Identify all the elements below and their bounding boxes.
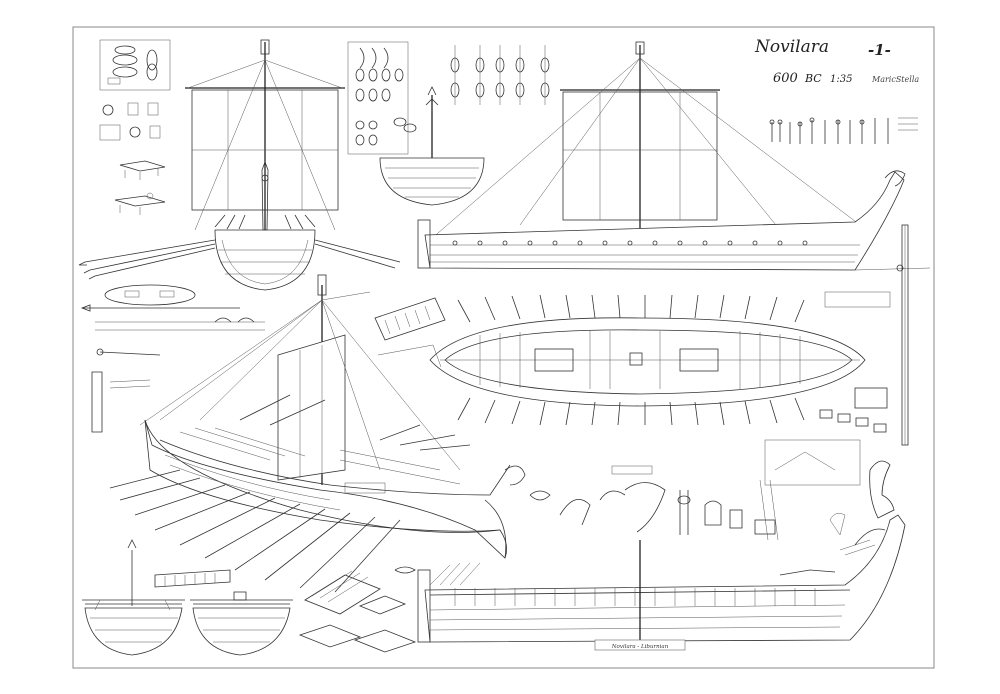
detail-blocks bbox=[347, 41, 485, 206]
title-block: Novilara -1- 600 BC 1:35 MaricStella bbox=[754, 37, 919, 86]
cross-sections bbox=[82, 539, 293, 656]
title-date: 600 bbox=[773, 71, 798, 86]
detail-rudder bbox=[80, 284, 265, 433]
detail-coils bbox=[99, 39, 171, 215]
stern-label: Novilara - Liburnian bbox=[611, 644, 669, 650]
sheet-number: -1- bbox=[868, 41, 891, 59]
deck-plan bbox=[429, 294, 866, 426]
mast-detail bbox=[896, 224, 909, 446]
title-name: Novilara bbox=[754, 37, 829, 57]
detail-ladder bbox=[374, 297, 446, 368]
detail-gratings bbox=[298, 566, 417, 653]
perspective-view bbox=[109, 274, 526, 593]
title-era: BC bbox=[804, 72, 822, 85]
inboard-profile: Novilara - Liburnian bbox=[417, 514, 906, 651]
detail-figureheads bbox=[754, 460, 895, 556]
stern-label-box bbox=[594, 639, 686, 651]
title-scale: 1:35 bbox=[830, 74, 852, 85]
detail-fittings bbox=[529, 465, 743, 535]
title-author: MaricStella bbox=[871, 75, 919, 84]
front-view-sail bbox=[78, 39, 401, 291]
side-profile bbox=[417, 41, 931, 271]
detail-pins bbox=[769, 117, 918, 144]
detail-blocks-right bbox=[450, 45, 550, 105]
detail-plates bbox=[764, 291, 891, 486]
